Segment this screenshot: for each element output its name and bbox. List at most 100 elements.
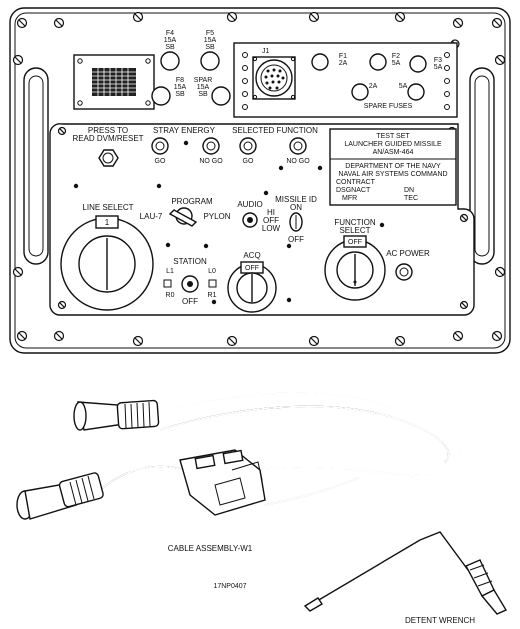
panel-screws	[12, 11, 506, 347]
cable-adapter-block[interactable]	[179, 449, 266, 516]
station-l0-label: L0	[208, 268, 216, 275]
detent-wrench[interactable]: DETENT WRENCH	[303, 531, 508, 625]
program-switch[interactable]: PROGRAM LAU-7 PYLON	[140, 197, 231, 227]
right-handle[interactable]	[469, 67, 495, 265]
fuse-f2-rating: 5A	[392, 60, 401, 67]
fuse-f4-type: SB	[165, 44, 175, 51]
fuse-f1-label: F1	[339, 53, 347, 60]
line-select-label: LINE SELECT	[82, 203, 133, 212]
fuse-f3-rating: 5A	[434, 64, 443, 71]
missile-id-off-label: OFF	[288, 235, 304, 244]
press-to-read-label-2: READ DVM/RESET	[72, 134, 143, 143]
fuse-f5-type: SB	[205, 44, 215, 51]
connector-j1-label: J1	[262, 48, 270, 55]
stray-go-label: GO	[155, 158, 166, 165]
nameplate-dsgnact: DSGNACT	[336, 187, 371, 194]
fuse-f4-rating: 15A	[164, 37, 177, 44]
nameplate-line-5: NAVAL AIR SYSTEMS COMMAND	[338, 171, 447, 178]
nameplate-tec: TEC	[404, 195, 418, 202]
cable-assembly-caption: CABLE ASSEMBLY-W1	[168, 544, 253, 553]
function-select-label-2: SELECT	[339, 226, 370, 235]
station-r1-label: R1	[208, 292, 217, 299]
audio-label: AUDIO	[237, 200, 262, 209]
nameplate-mfr: MFR	[342, 195, 357, 202]
dvm-reset-button[interactable]: PRESS TO READ DVM/RESET	[72, 126, 144, 167]
selected-function-label: SELECTED FUNCTION	[232, 126, 318, 135]
station-switch[interactable]: STATION L1 R0 L0 R1 OFF	[163, 257, 217, 306]
fuse-f2-label: F2	[392, 53, 400, 60]
acq-label: ACQ	[243, 251, 260, 260]
station-r0-label: R0	[166, 292, 175, 299]
line-select-value: 1	[105, 218, 110, 227]
spare-fuses-label: SPARE FUSES	[364, 103, 413, 110]
fuse-spar-rating: 15A	[197, 84, 210, 91]
spare-fuse-5a[interactable]: 5A	[399, 83, 425, 101]
program-lau7-label: LAU-7	[140, 212, 163, 221]
acq-knob[interactable]: ACQ OFF	[227, 251, 277, 313]
stray-energy-label: STRAY ENERGY	[153, 126, 216, 135]
connector-j1[interactable]: J1	[252, 48, 296, 100]
station-label: STATION	[173, 257, 207, 266]
vent-grille	[73, 54, 155, 110]
press-to-read-label-1: PRESS TO	[88, 126, 128, 135]
function-select-knob[interactable]: FUNCTION SELECT OFF	[324, 218, 386, 301]
fuse-f1-rating: 2A	[339, 60, 348, 67]
front-panel: F4 15A SB F5 15A SB F8 15A SB SPAR 15A S…	[9, 7, 511, 354]
audio-hi-label: HI	[267, 208, 275, 217]
selected-go-label: GO	[243, 158, 254, 165]
fuse-f5[interactable]: F5 15A SB	[200, 30, 220, 71]
fuse-f8-label: F8	[176, 77, 184, 84]
figure-id: 17NP0407	[213, 583, 246, 590]
line-select-knob[interactable]: LINE SELECT 1	[60, 203, 154, 311]
spare-fuse-2a-label: 2A	[369, 83, 378, 90]
fuse-spar-label: SPAR	[194, 77, 213, 84]
ac-power-lamp: AC POWER	[386, 249, 430, 281]
nameplate-line-4: DEPARTMENT OF THE NAVY	[345, 163, 441, 170]
audio-off-label: OFF	[263, 216, 279, 225]
stray-nogo-lamp: NO GO	[199, 137, 223, 165]
fuse-f8[interactable]: F8 15A SB	[151, 77, 187, 106]
fuse-f3-label: F3	[434, 57, 442, 64]
stray-go-lamp: GO	[151, 137, 169, 165]
fuse-f8-type: SB	[175, 91, 185, 98]
selected-go-lamp: GO	[239, 137, 257, 165]
missile-id-label: MISSILE ID	[275, 195, 317, 204]
spare-fuse-5a-label: 5A	[399, 83, 408, 90]
function-select-value: OFF	[348, 239, 362, 246]
missile-id-on-label: ON	[290, 203, 302, 212]
connector-fuse-box: J1 F1 2A F2 5A	[233, 42, 458, 118]
acq-value: OFF	[245, 265, 259, 272]
left-handle[interactable]	[23, 67, 49, 265]
audio-switch[interactable]: AUDIO HI OFF LOW	[237, 200, 280, 233]
nameplate-line-3: AN/ASM-464	[373, 149, 414, 156]
fuse-f4-label: F4	[166, 30, 174, 37]
nameplate-line-1: TEST SET	[376, 133, 410, 140]
fuse-f3[interactable]: F3 5A	[409, 55, 443, 73]
nameplate: TEST SET LAUNCHER GUIDED MISSILE AN/ASM-…	[329, 128, 457, 206]
fuse-f1[interactable]: F1 2A	[311, 53, 348, 71]
detent-wrench-caption: DETENT WRENCH	[405, 616, 475, 625]
fuse-f8-rating: 15A	[174, 84, 187, 91]
fuse-spar[interactable]: SPAR 15A SB	[194, 77, 231, 106]
stray-nogo-label: NO GO	[199, 158, 223, 165]
missile-id-switch[interactable]: MISSILE ID ON OFF	[275, 195, 317, 244]
fuse-f5-rating: 15A	[204, 37, 217, 44]
program-pylon-label: PYLON	[203, 212, 230, 221]
fuse-f2[interactable]: F2 5A	[369, 53, 401, 71]
selected-nogo-lamp: NO GO	[286, 137, 310, 165]
fuse-f5-label: F5	[206, 30, 214, 37]
selected-nogo-label: NO GO	[286, 158, 310, 165]
function-select-label-1: FUNCTION	[334, 218, 376, 227]
cable-bottom-connector[interactable]	[16, 472, 104, 520]
cable-assembly: CABLE ASSEMBLY-W1 17NP0407	[16, 392, 463, 590]
station-l1-label: L1	[166, 268, 174, 275]
cable-top-connector[interactable]	[73, 399, 160, 431]
audio-low-label: LOW	[262, 224, 281, 233]
program-label: PROGRAM	[171, 197, 213, 206]
nameplate-line-6: CONTRACT	[336, 179, 376, 186]
spare-fuse-2a[interactable]: 2A	[351, 83, 378, 101]
station-off-label: OFF	[182, 297, 198, 306]
fuse-f4[interactable]: F4 15A SB	[160, 30, 180, 71]
ac-power-label: AC POWER	[386, 249, 430, 258]
